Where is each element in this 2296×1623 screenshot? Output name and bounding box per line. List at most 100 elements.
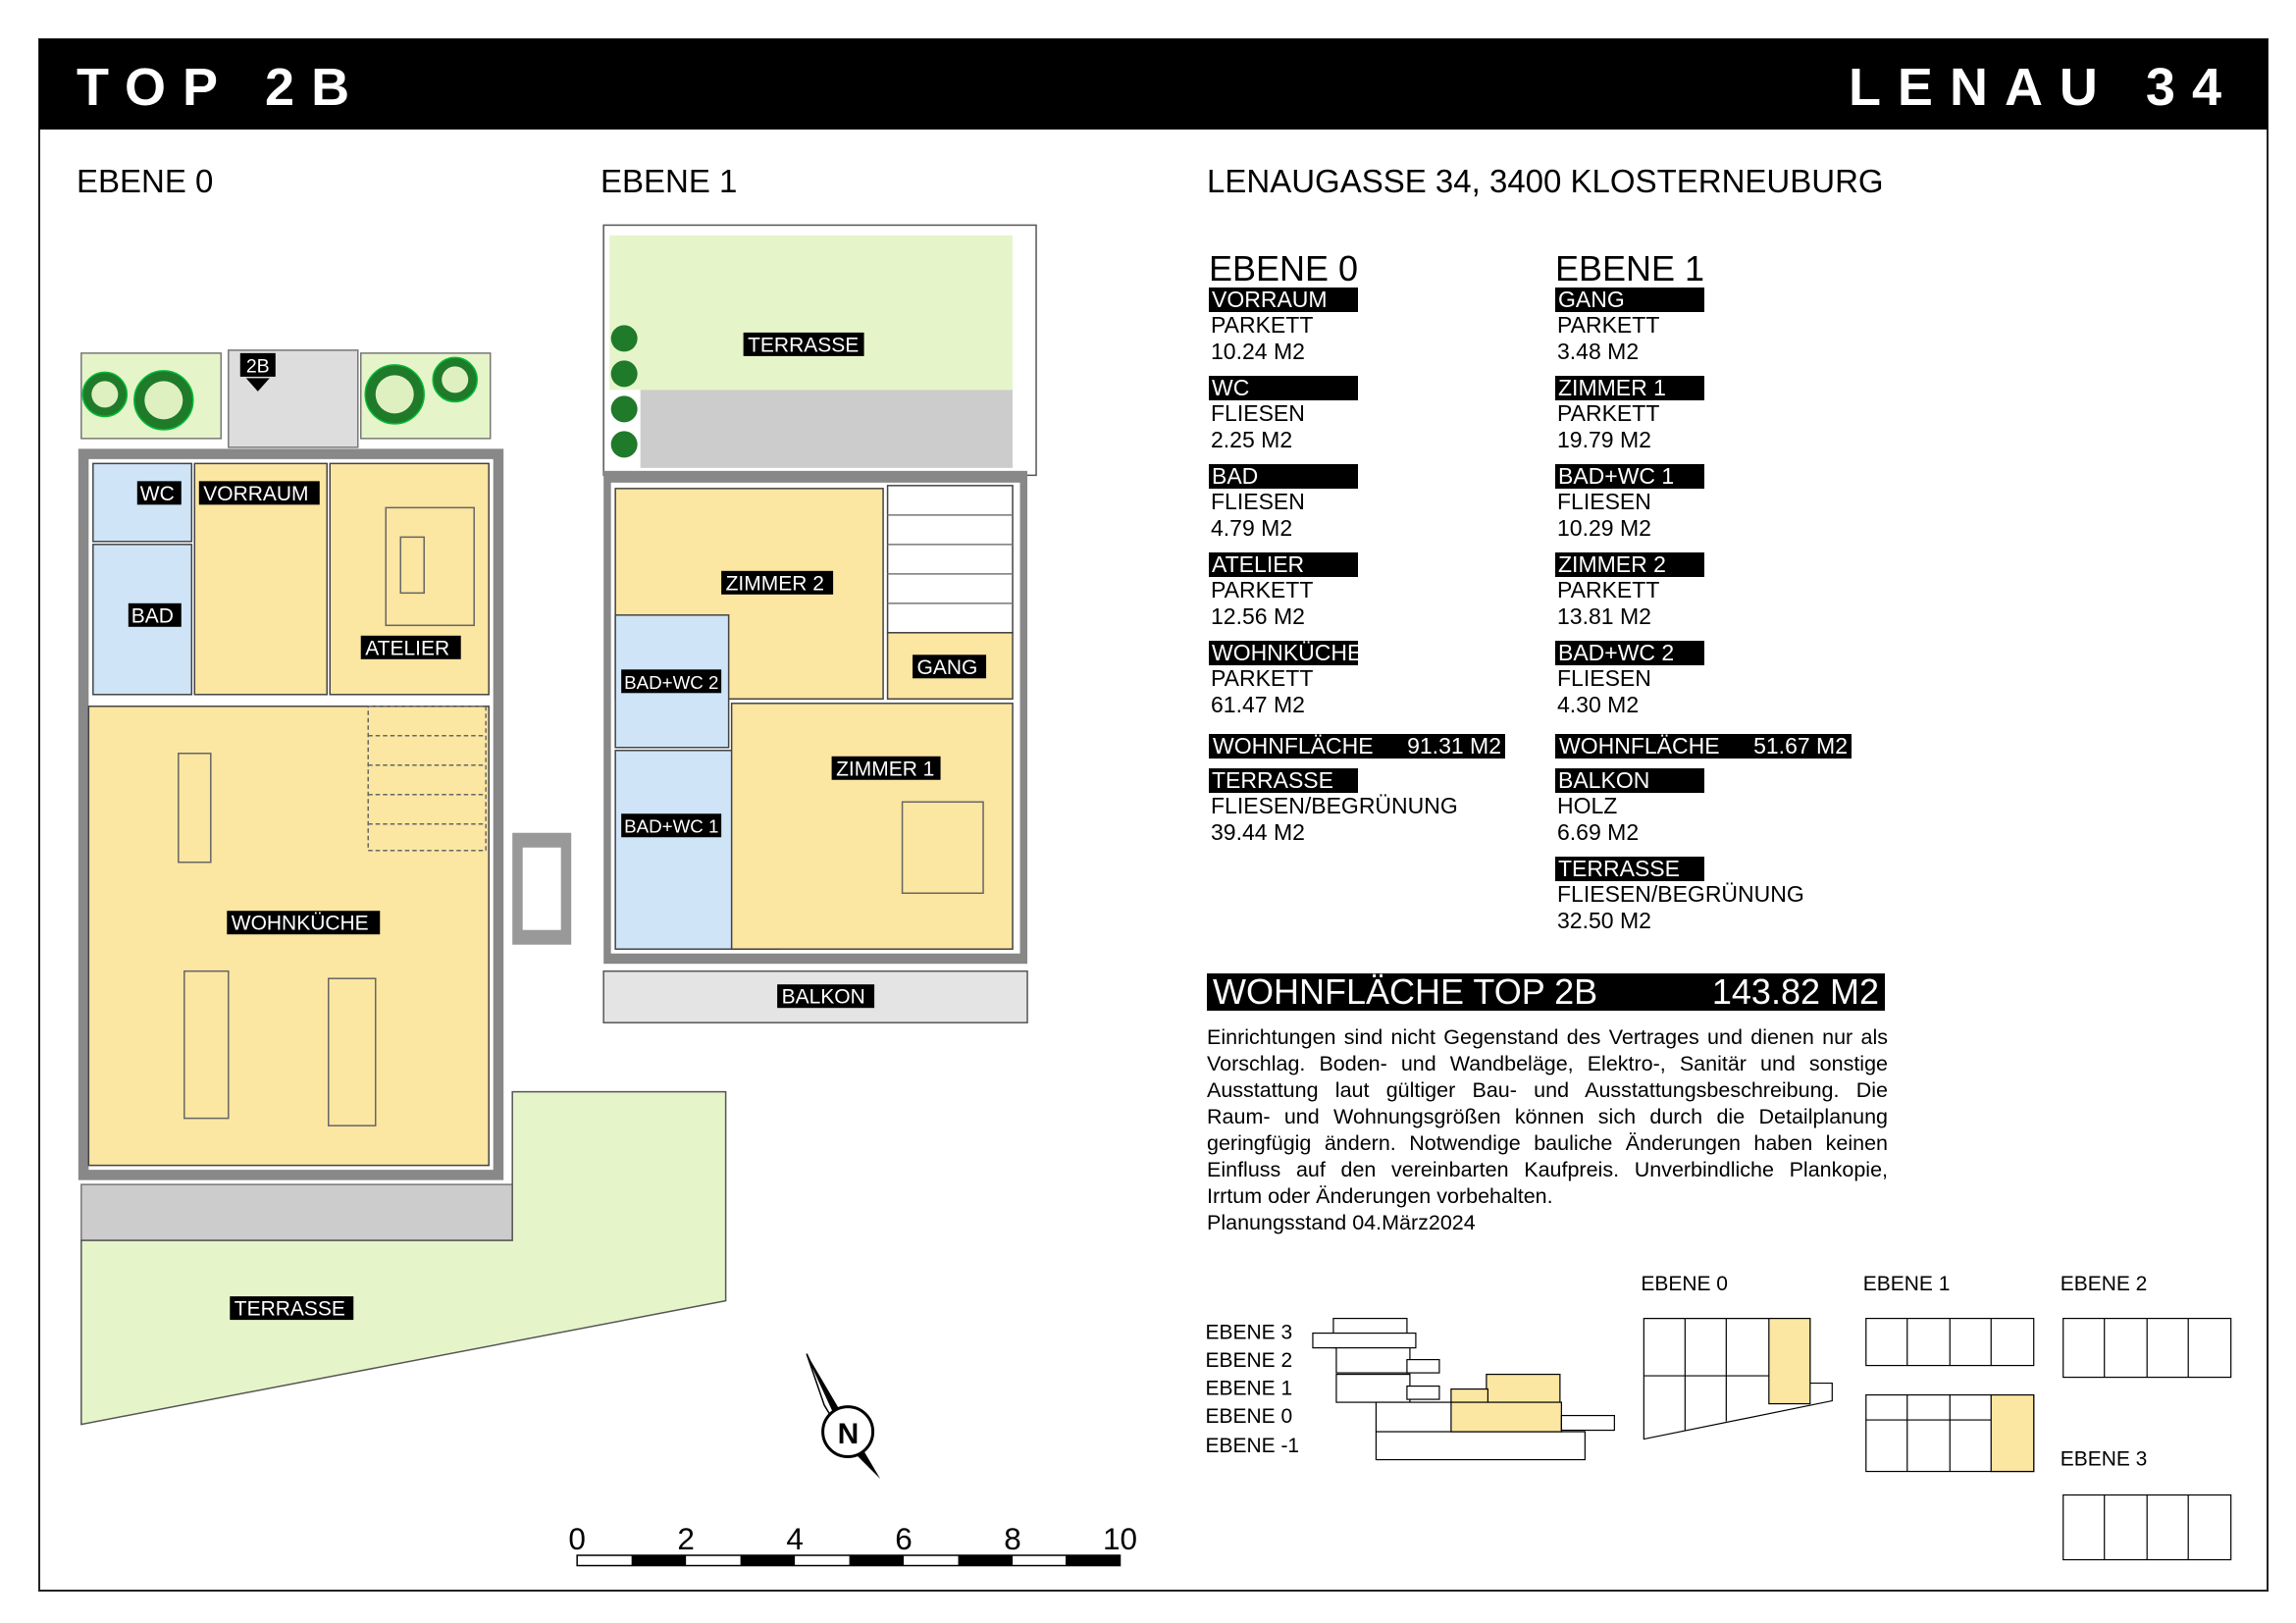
room-area: 6.69 M2 bbox=[1557, 819, 1640, 845]
room-floor: HOLZ bbox=[1557, 793, 1618, 818]
room-name: GANG bbox=[1555, 288, 1704, 312]
room-label-vorraum: VORRAUM bbox=[203, 483, 308, 505]
room-floor: PARKETT bbox=[1557, 400, 1660, 426]
room-area: 3.48 M2 bbox=[1557, 339, 1640, 364]
sum-label: WOHNFLÄCHE bbox=[1559, 733, 1720, 759]
room-area: 4.30 M2 bbox=[1557, 692, 1640, 717]
ebene1-plan: TERRASSE ZIMMER 2 BAD+WC 2 GANG ZIMMER 1… bbox=[602, 224, 1037, 1023]
sum-label: WOHNFLÄCHE bbox=[1213, 733, 1374, 759]
room-area: 4.79 M2 bbox=[1211, 515, 1293, 541]
scale-tick: 2 bbox=[677, 1521, 695, 1556]
hedge-icon bbox=[610, 325, 638, 458]
room-floor: FLIESEN bbox=[1211, 400, 1305, 426]
ebene0-plan-title: EBENE 0 bbox=[77, 163, 214, 199]
sum-value: 91.31 M2 bbox=[1407, 733, 1501, 759]
room-floor: FLIESEN bbox=[1557, 489, 1651, 514]
key-plan: EBENE 3 EBENE 2 EBENE 1 EBENE 0 EBENE -1… bbox=[1205, 1273, 2232, 1561]
room-label-wohnkueche: WOHNKÜCHE bbox=[232, 913, 369, 935]
north-label: N bbox=[838, 1418, 860, 1450]
room-area: 61.47 M2 bbox=[1211, 692, 1305, 717]
room-area: 13.81 M2 bbox=[1557, 603, 1651, 629]
scale-tick: 8 bbox=[1004, 1521, 1021, 1556]
room-area: 12.56 M2 bbox=[1211, 603, 1305, 629]
room-floor: PARKETT bbox=[1557, 577, 1660, 602]
section-level-label: EBENE -1 bbox=[1205, 1435, 1299, 1457]
ebene0-list-title: EBENE 0 bbox=[1209, 248, 1359, 288]
disclaimer-text: Einrichtungen sind nicht Gegenstand des … bbox=[1207, 1025, 1888, 1208]
room-floor: FLIESEN bbox=[1557, 665, 1651, 691]
room-name: BALKON bbox=[1555, 768, 1704, 793]
scale-tick: 6 bbox=[895, 1521, 913, 1556]
disclaimer: Einrichtungen sind nicht Gegenstand des … bbox=[1207, 1024, 1888, 1236]
header-bar: TOP 2B LENAU 34 bbox=[39, 39, 2268, 130]
section-level-label: EBENE 3 bbox=[1205, 1322, 1292, 1344]
scale-tick: 4 bbox=[786, 1521, 804, 1556]
room-floor: FLIESEN/BEGRÜNUNG bbox=[1557, 881, 1804, 907]
room-area: 10.24 M2 bbox=[1211, 339, 1305, 364]
room-label-badwc1: BAD+WC 1 bbox=[624, 816, 718, 837]
room-label-balkon: BALKON bbox=[782, 986, 865, 1009]
sum-value: 51.67 M2 bbox=[1753, 733, 1848, 759]
room-label-bad: BAD bbox=[131, 604, 174, 627]
key-plan-label: EBENE 3 bbox=[2061, 1448, 2148, 1471]
project-title: LENAU 34 bbox=[1848, 58, 2238, 117]
room-name: ZIMMER 1 bbox=[1555, 376, 1704, 400]
room-floor: PARKETT bbox=[1211, 577, 1314, 602]
section-level-label: EBENE 1 bbox=[1205, 1378, 1292, 1400]
entrance-label: 2B bbox=[246, 355, 270, 377]
room-name: ZIMMER 2 bbox=[1555, 552, 1704, 577]
address: LENAUGASSE 34, 3400 KLOSTERNEUBURG bbox=[1207, 163, 1884, 199]
room-label-zimmer1: ZIMMER 1 bbox=[836, 758, 934, 780]
room-floor: PARKETT bbox=[1211, 665, 1314, 691]
room-name: TERRASSE bbox=[1555, 857, 1704, 881]
room-floor: PARKETT bbox=[1557, 312, 1660, 338]
room-area: 19.79 M2 bbox=[1557, 427, 1651, 452]
room-label-badwc2: BAD+WC 2 bbox=[624, 672, 718, 693]
planning-date: Planungsstand 04.März2024 bbox=[1207, 1211, 1476, 1234]
room-label-zimmer2: ZIMMER 2 bbox=[726, 572, 824, 595]
room-floor: FLIESEN bbox=[1211, 489, 1305, 514]
ebene1-sum: WOHNFLÄCHE 51.67 M2 bbox=[1555, 734, 1852, 759]
room-name: VORRAUM bbox=[1209, 288, 1358, 312]
total-living-area: WOHNFLÄCHE TOP 2B 143.82 M2 bbox=[1207, 973, 1885, 1011]
ebene0-sum: WOHNFLÄCHE 91.31 M2 bbox=[1209, 734, 1505, 759]
room-name: BAD+WC 1 bbox=[1555, 464, 1704, 489]
room-label-atelier: ATELIER bbox=[365, 637, 449, 659]
unit-title: TOP 2B bbox=[77, 58, 367, 117]
scale-bar: 0 2 4 6 8 10 bbox=[568, 1521, 1137, 1567]
room-label-terrasse-1: TERRASSE bbox=[748, 334, 859, 356]
scale-tick: 10 bbox=[1103, 1521, 1137, 1556]
room-label-gang: GANG bbox=[917, 656, 978, 679]
room-label-wc: WC bbox=[140, 483, 175, 505]
key-plan-label: EBENE 0 bbox=[1641, 1273, 1728, 1295]
room-label-terrasse-0: TERRASSE bbox=[235, 1298, 345, 1321]
ebene1-list-title: EBENE 1 bbox=[1555, 248, 1705, 288]
scale-tick: 0 bbox=[568, 1521, 586, 1556]
room-name: ATELIER bbox=[1209, 552, 1358, 577]
total-label: WOHNFLÄCHE TOP 2B bbox=[1213, 971, 1598, 1012]
key-plan-label: EBENE 2 bbox=[2061, 1273, 2148, 1295]
room-floor: PARKETT bbox=[1211, 312, 1314, 338]
room-name: WOHNKÜCHE bbox=[1209, 641, 1362, 665]
room-area: 32.50 M2 bbox=[1557, 908, 1651, 933]
key-plan-label: EBENE 1 bbox=[1863, 1273, 1951, 1295]
room-area: 10.29 M2 bbox=[1557, 515, 1651, 541]
room-name: WC bbox=[1209, 376, 1358, 400]
room-area: 2.25 M2 bbox=[1211, 427, 1293, 452]
room-floor: FLIESEN/BEGRÜNUNG bbox=[1211, 793, 1458, 818]
room-name: BAD bbox=[1209, 464, 1358, 489]
